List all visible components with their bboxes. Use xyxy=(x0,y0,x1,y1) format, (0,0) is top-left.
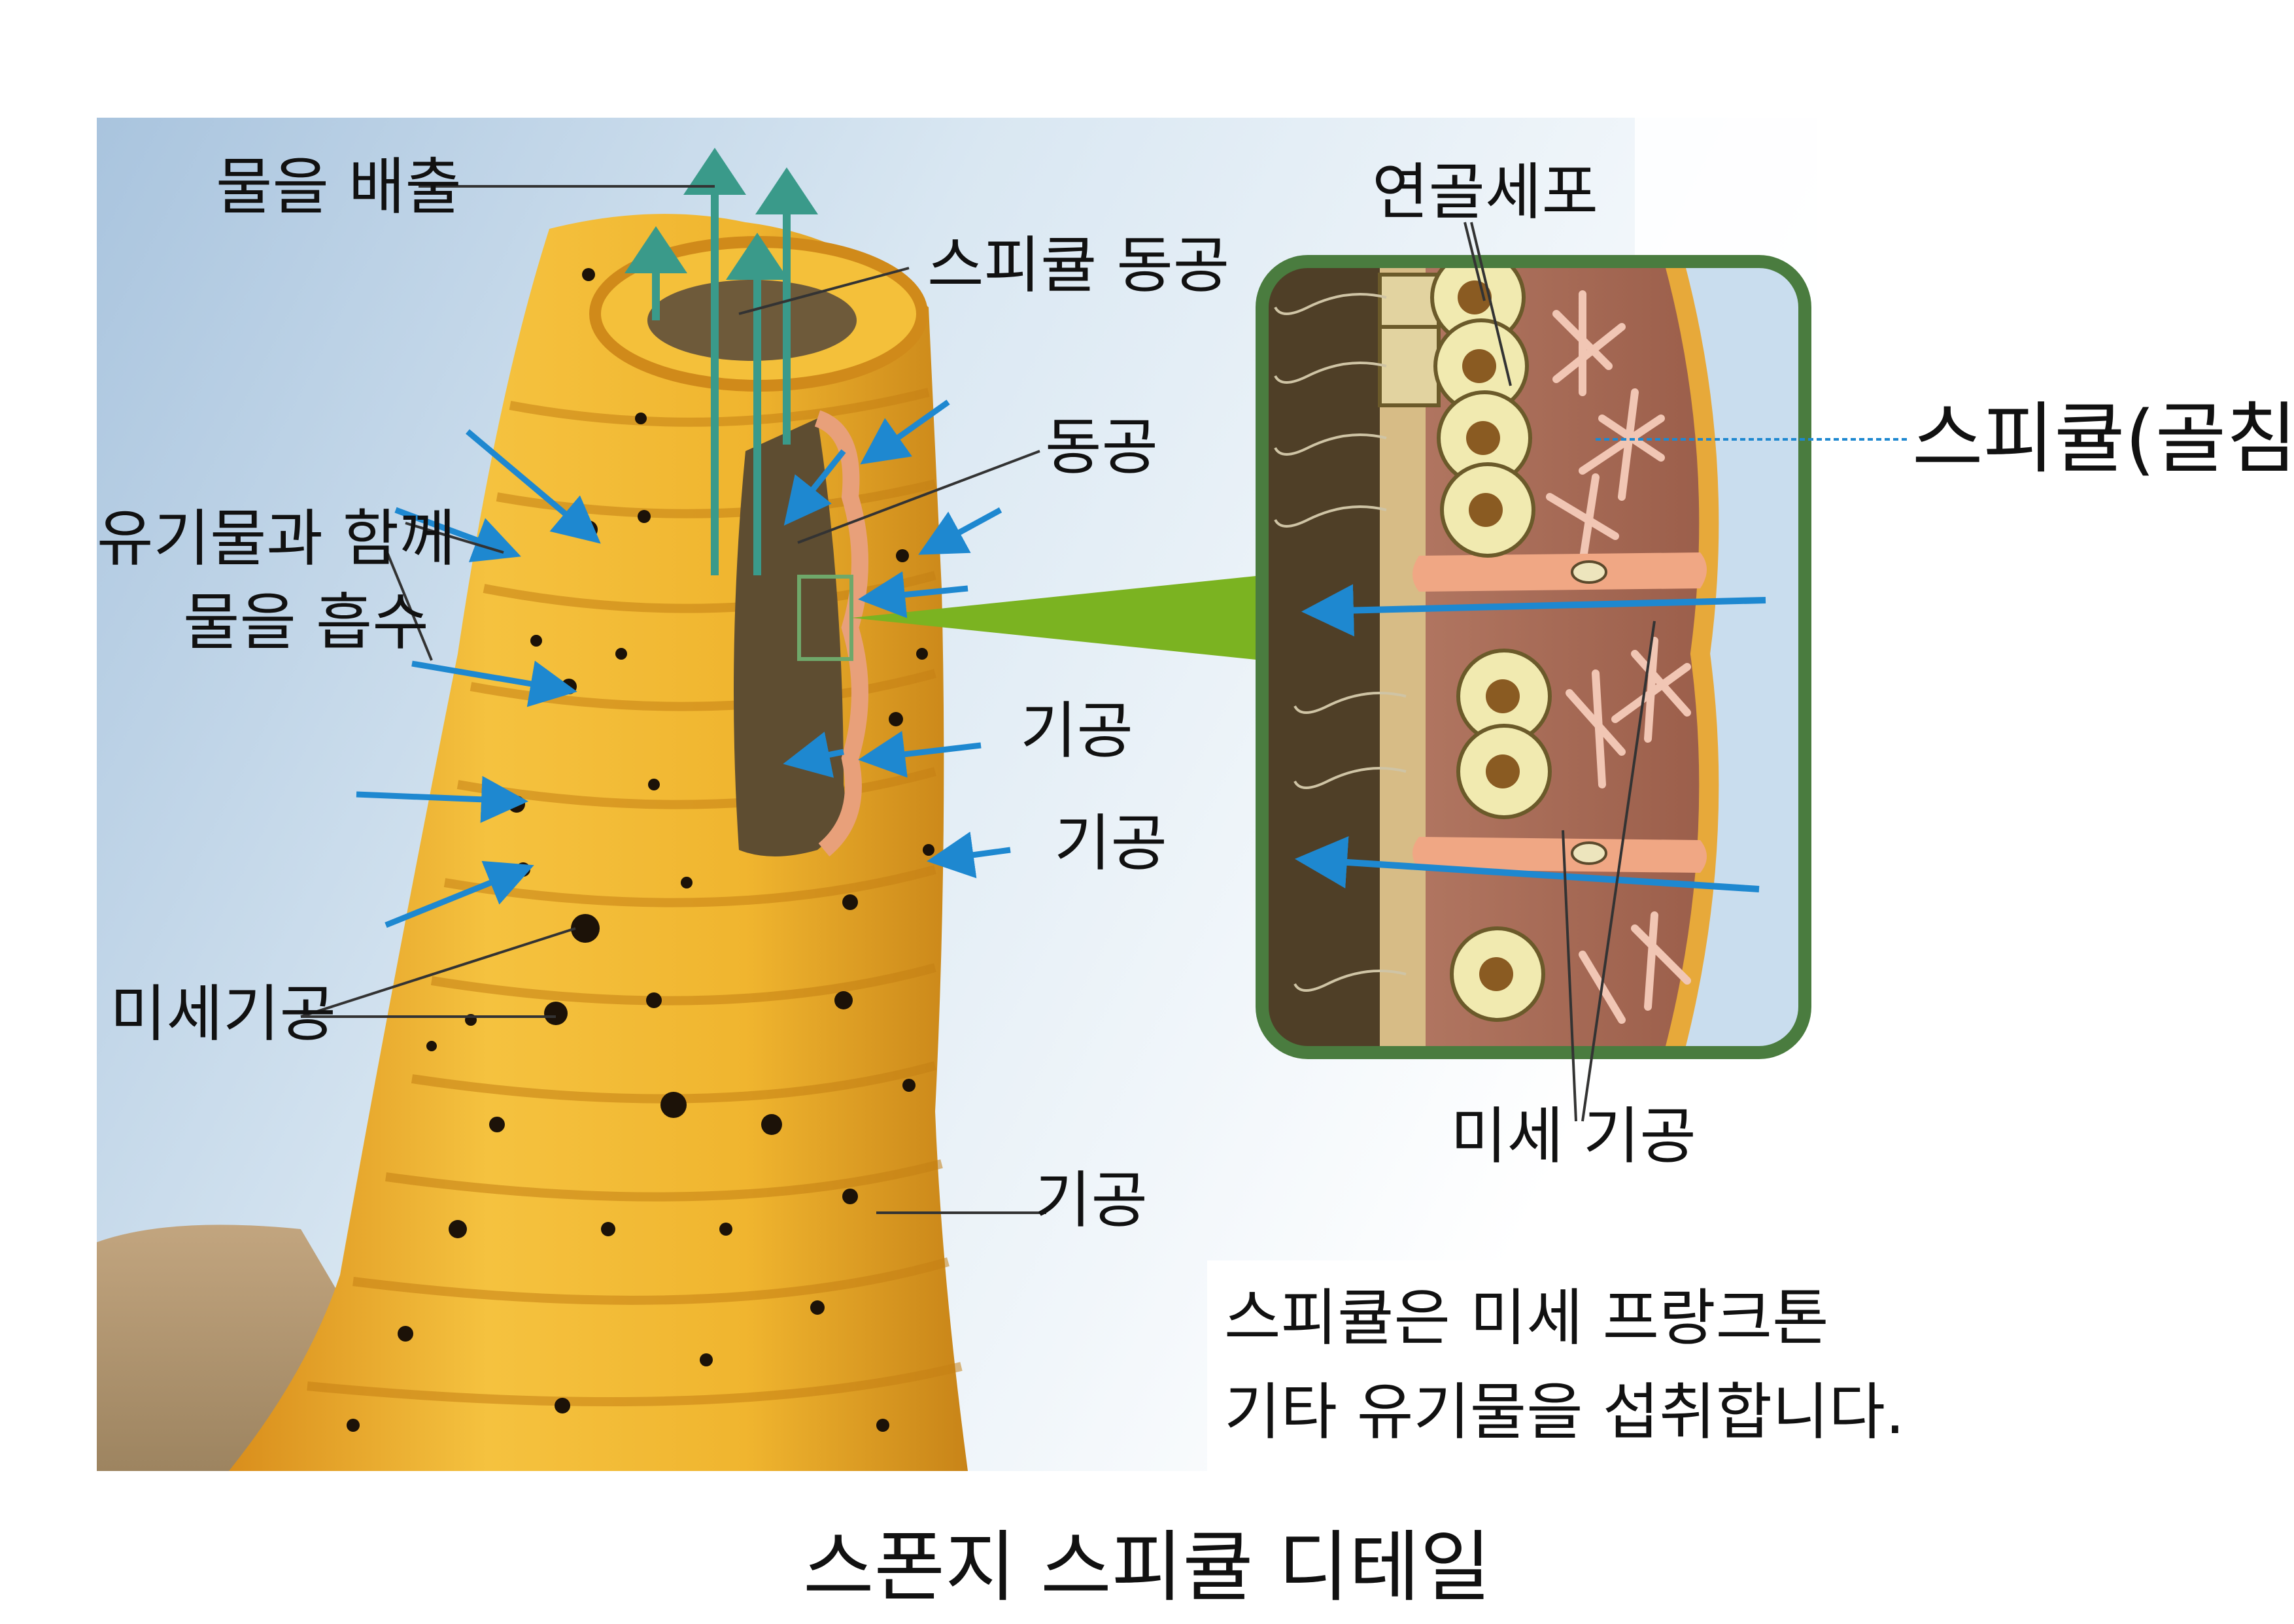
label-pore-3: 기공 xyxy=(1035,1165,1148,1236)
label-choanocyte: 연골세포 xyxy=(1372,157,1598,228)
water-out-arrows xyxy=(625,148,818,575)
label-micropore-left: 미세기공 xyxy=(110,979,336,1050)
water-in-arrows xyxy=(356,399,1011,928)
inset-detail xyxy=(1256,255,1811,1059)
leader-lines xyxy=(300,185,1656,1214)
diagram-caption: 스폰지 스피큘 디테일 xyxy=(802,1522,1492,1612)
label-absorb-line1: 유기물과 함께 xyxy=(97,503,456,575)
label-water-out: 물을 배출 xyxy=(216,152,462,223)
label-micropore-right: 미세 기공 xyxy=(1450,1101,1696,1172)
label-pore-1: 기공 xyxy=(1020,696,1133,767)
label-absorb-line2: 물을 흡수 xyxy=(183,587,429,658)
note-box: 스피큘은 미세 프랑크톤 기타 유기물을 섭취합니다. xyxy=(1207,1260,1905,1471)
note-line-1: 스피큘은 미세 프랑크톤 xyxy=(1224,1283,1829,1354)
note-line-2: 기타 유기물을 섭취합니다. xyxy=(1224,1377,1905,1448)
label-spicule-osculum: 스피큘 동공 xyxy=(927,230,1230,301)
label-pore-2: 기공 xyxy=(1054,808,1167,879)
zoom-wedge xyxy=(851,575,1262,660)
label-osculum: 동공 xyxy=(1045,412,1158,483)
label-spicule-bone: 스피큘(골침) xyxy=(1912,394,2294,484)
